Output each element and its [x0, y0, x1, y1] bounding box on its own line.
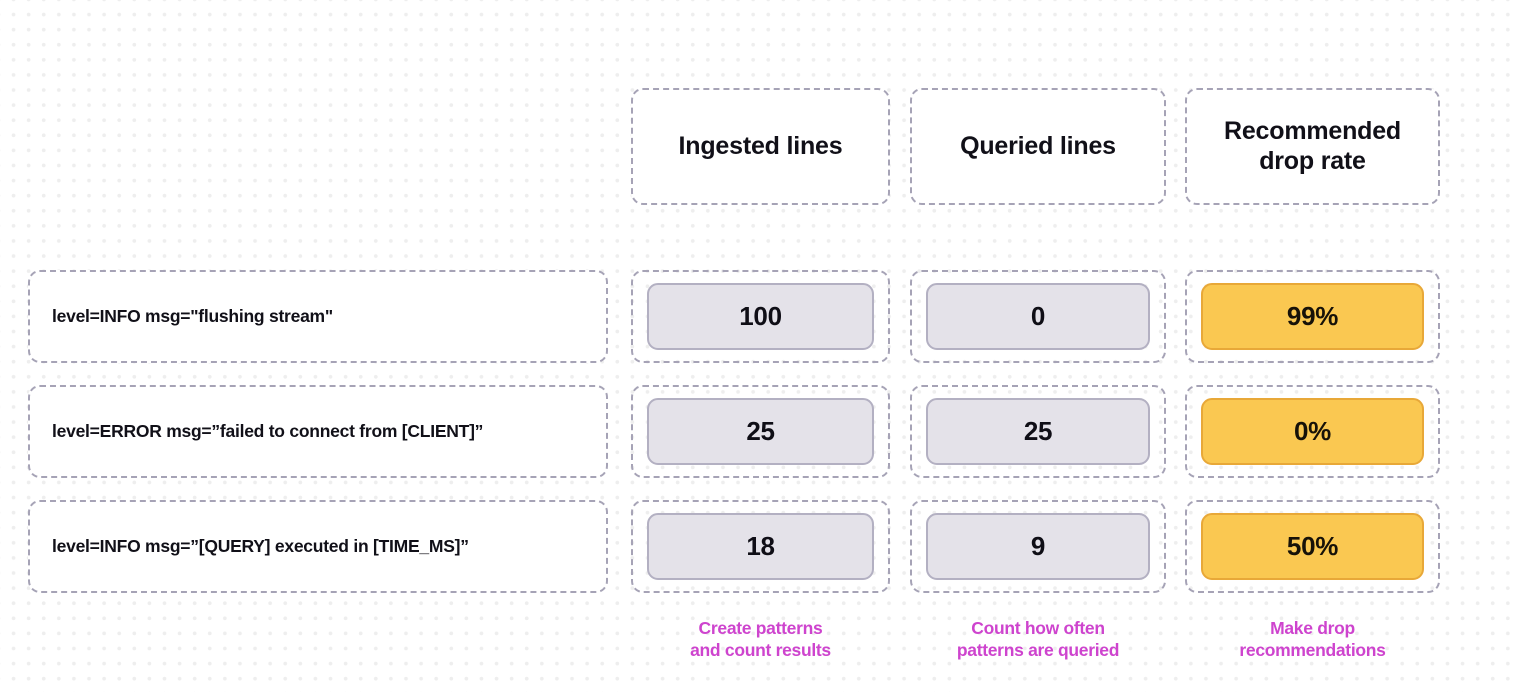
table-cell-queried-lines: 0: [910, 270, 1166, 363]
caption-line2: and count results: [690, 639, 831, 660]
table-cell-queried-lines: 25: [910, 385, 1166, 478]
log-pattern-text: level=ERROR msg=”failed to connect from …: [52, 421, 484, 441]
value-pill: 100: [647, 283, 874, 350]
table-row-label: level=ERROR msg=”failed to connect from …: [28, 385, 608, 478]
table-cell-recommended-drop-rate: 99%: [1185, 270, 1440, 363]
value-pill: 9: [926, 513, 1150, 580]
column-header-queried-lines: Queried lines: [910, 88, 1166, 205]
value-pill-highlight: 50%: [1201, 513, 1424, 580]
value-pill-highlight: 99%: [1201, 283, 1424, 350]
column-caption-queried-lines: Count how often patterns are queried: [910, 618, 1166, 662]
column-header-label-line2: drop rate: [1259, 146, 1366, 175]
column-header-ingested-lines: Ingested lines: [631, 88, 890, 205]
table-row-label: level=INFO msg="flushing stream": [28, 270, 608, 363]
table-cell-recommended-drop-rate: 0%: [1185, 385, 1440, 478]
log-pattern-text: level=INFO msg="flushing stream": [52, 306, 333, 326]
value-pill: 25: [926, 398, 1150, 465]
table-cell-ingested-lines: 100: [631, 270, 890, 363]
log-pattern-text: level=INFO msg=”[QUERY] executed in [TIM…: [52, 536, 469, 556]
column-header-label: Queried lines: [960, 131, 1116, 160]
column-header-label: Ingested lines: [678, 131, 843, 160]
value-pill: 0: [926, 283, 1150, 350]
table-cell-queried-lines: 9: [910, 500, 1166, 593]
caption-line2: recommendations: [1239, 639, 1386, 660]
column-header-label: Recommended drop rate: [1224, 117, 1401, 176]
caption-line1: Create patterns: [698, 618, 823, 638]
value-pill-highlight: 0%: [1201, 398, 1424, 465]
table-row-label: level=INFO msg=”[QUERY] executed in [TIM…: [28, 500, 608, 593]
table-cell-ingested-lines: 18: [631, 500, 890, 593]
column-caption-ingested-lines: Create patterns and count results: [631, 618, 890, 662]
caption-line1: Count how often: [971, 618, 1105, 638]
caption-line2: patterns are queried: [956, 639, 1120, 660]
value-pill: 18: [647, 513, 874, 580]
column-header-label-line1: Recommended: [1223, 117, 1401, 145]
value-pill: 25: [647, 398, 874, 465]
table-cell-ingested-lines: 25: [631, 385, 890, 478]
column-caption-recommended-drop-rate: Make drop recommendations: [1185, 618, 1440, 662]
caption-line1: Make drop: [1270, 618, 1355, 638]
column-header-recommended-drop-rate: Recommended drop rate: [1185, 88, 1440, 205]
table-cell-recommended-drop-rate: 50%: [1185, 500, 1440, 593]
